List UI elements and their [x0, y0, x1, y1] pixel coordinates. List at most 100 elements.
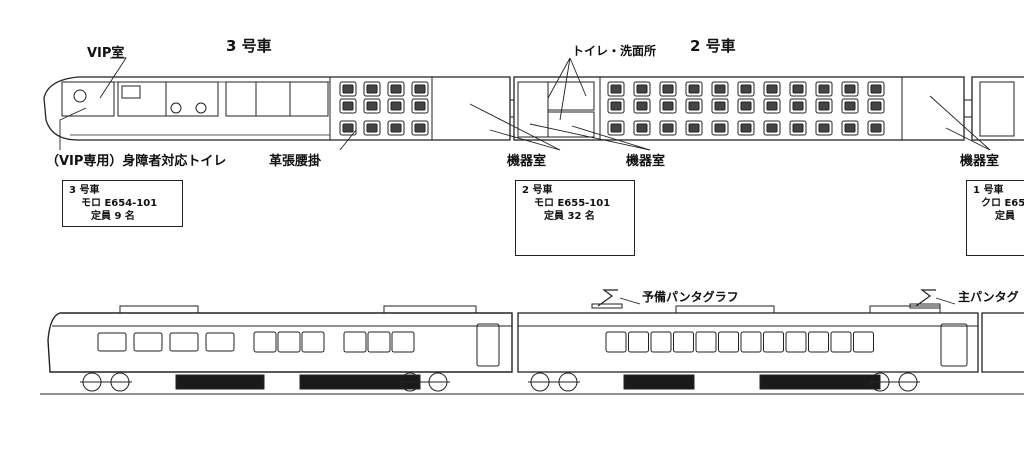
equipment-room-car-3 [431, 76, 511, 141]
car-2-row-b-seat [711, 98, 729, 114]
room-partition-5 [289, 81, 329, 117]
car-3-lounge-window [277, 331, 301, 353]
leader-line-1 [59, 107, 87, 150]
car-2-row-a-seat [763, 81, 781, 97]
car-2-row-b-seat [607, 98, 625, 114]
car-2-row-c-seat [737, 120, 755, 136]
car-2-row-a-seat-cushion [870, 84, 882, 94]
side-view [40, 289, 1024, 395]
car-2-row-a-seat [737, 81, 755, 97]
leader-line-13 [935, 297, 956, 305]
car-2-row-c-seat [815, 120, 833, 136]
spare-pantograph-base [591, 303, 623, 309]
car-3-row-b-seat-cushion [414, 101, 426, 111]
car-3-row-a-seat-cushion [414, 123, 426, 133]
car-2-row-a-seat [867, 81, 885, 97]
car-3-row-a-seat-cushion [342, 123, 354, 133]
car-2-row-a-seat-cushion [818, 84, 830, 94]
car-3-row-a-seat [363, 81, 381, 97]
car-2-row-b-seat [737, 98, 755, 114]
car-2-row-c-seat-cushion [662, 123, 674, 133]
car-3-title: 3 号車 [226, 37, 272, 55]
car-2-window [650, 331, 672, 353]
car-3-row-a-seat [363, 120, 381, 136]
car-2-row-a-seat [841, 81, 859, 97]
car-2-window [718, 331, 739, 353]
car-2-row-c-seat-cushion [792, 123, 804, 133]
car-2-row-a-seat-cushion [792, 84, 804, 94]
room-partition-4 [255, 81, 291, 117]
car-2-row-b-seat [789, 98, 807, 114]
car-3-lounge-window [253, 331, 277, 353]
car-2-row-a-seat-cushion [844, 84, 856, 94]
car-3-door [476, 323, 500, 367]
car-3-seat-window [343, 331, 367, 353]
spec-box-car-2: 2 号車 モロ E655-101 定員 32 名 [515, 180, 635, 256]
car-2-window [605, 331, 627, 353]
spec-box-car-3: 3 号車 モロ E654-101 定員 9 名 [62, 180, 183, 227]
car-2-row-c-seat [841, 120, 859, 136]
car-2-row-a-seat [659, 81, 677, 97]
leather-seats-label: 革張腰掛 [269, 154, 322, 169]
car-2-row-b-seat [763, 98, 781, 114]
leader-line-0 [99, 57, 127, 99]
car-2-window [853, 331, 874, 353]
leader-line-2 [339, 129, 357, 151]
car-2-window [740, 331, 762, 353]
car-2-row-c-seat [607, 120, 625, 136]
car-2-row-c-seat [867, 120, 885, 136]
spec-car-number: 3 号車 [69, 185, 100, 196]
leader-line-8 [945, 127, 991, 151]
roof-equipment [869, 305, 941, 314]
car-3-row-a-seat-cushion [366, 123, 378, 133]
car-2-row-b-seat-cushion [714, 101, 726, 111]
equipment-room-label-1: 機器室 [507, 154, 547, 169]
car-2-row-b-seat-cushion [688, 101, 700, 111]
room-partition-0 [61, 81, 115, 117]
car-2-equipment-room-b [901, 76, 965, 141]
car-2-window [763, 331, 784, 353]
car-2-row-b-seat [685, 98, 703, 114]
vip-bed [121, 85, 141, 99]
roof-equipment [675, 305, 775, 314]
car-2-toilet [547, 81, 595, 111]
car-1-rooms [979, 81, 1015, 137]
spare-pantograph [597, 289, 618, 307]
car-3-window [205, 332, 235, 352]
equipment-room-label-2: 機器室 [626, 154, 666, 169]
car-3-row-a-seat [387, 120, 405, 136]
toilet-fixture [73, 89, 87, 103]
leader-line-3 [469, 103, 561, 151]
leader-line-6 [571, 125, 651, 151]
vip-toilet-label: （VIP専用）身障者対応トイレ [46, 154, 227, 169]
car-3-row-a-seat-cushion [390, 123, 402, 133]
vip-table [195, 102, 207, 114]
car-3-row-a-seat-cushion [414, 84, 426, 94]
room-partition-2 [165, 81, 219, 117]
car-3-body [47, 312, 513, 373]
spec-capacity: 定員 [995, 211, 1015, 222]
car-3-row-b-seat [339, 98, 357, 114]
car-2-row-c-seat [659, 120, 677, 136]
leader-line-11 [569, 57, 587, 97]
car-2-row-b-seat-cushion [740, 101, 752, 111]
main-pantograph [915, 289, 936, 307]
car-1-body [981, 312, 1024, 373]
car-3-outline [43, 76, 511, 141]
car-2-row-b-seat [659, 98, 677, 114]
underfloor-equipment [175, 374, 265, 390]
car-2-row-c-seat-cushion [870, 123, 882, 133]
equipment-room-label-3: 機器室 [960, 154, 1000, 169]
car-2-row-c-seat [763, 120, 781, 136]
car-2-row-b-seat [815, 98, 833, 114]
car-3-seat-window [367, 331, 391, 353]
car-2-row-a-seat-cushion [662, 84, 674, 94]
car-3-row-b-seat [387, 98, 405, 114]
car-2-row-c-seat-cushion [610, 123, 622, 133]
car-3-row-a-seat-cushion [342, 84, 354, 94]
car-2-row-b-seat-cushion [870, 101, 882, 111]
car-2-row-a-seat [685, 81, 703, 97]
car-2-row-a-seat [789, 81, 807, 97]
spare-pantograph-label: 予備パンタグラフ [642, 290, 739, 304]
